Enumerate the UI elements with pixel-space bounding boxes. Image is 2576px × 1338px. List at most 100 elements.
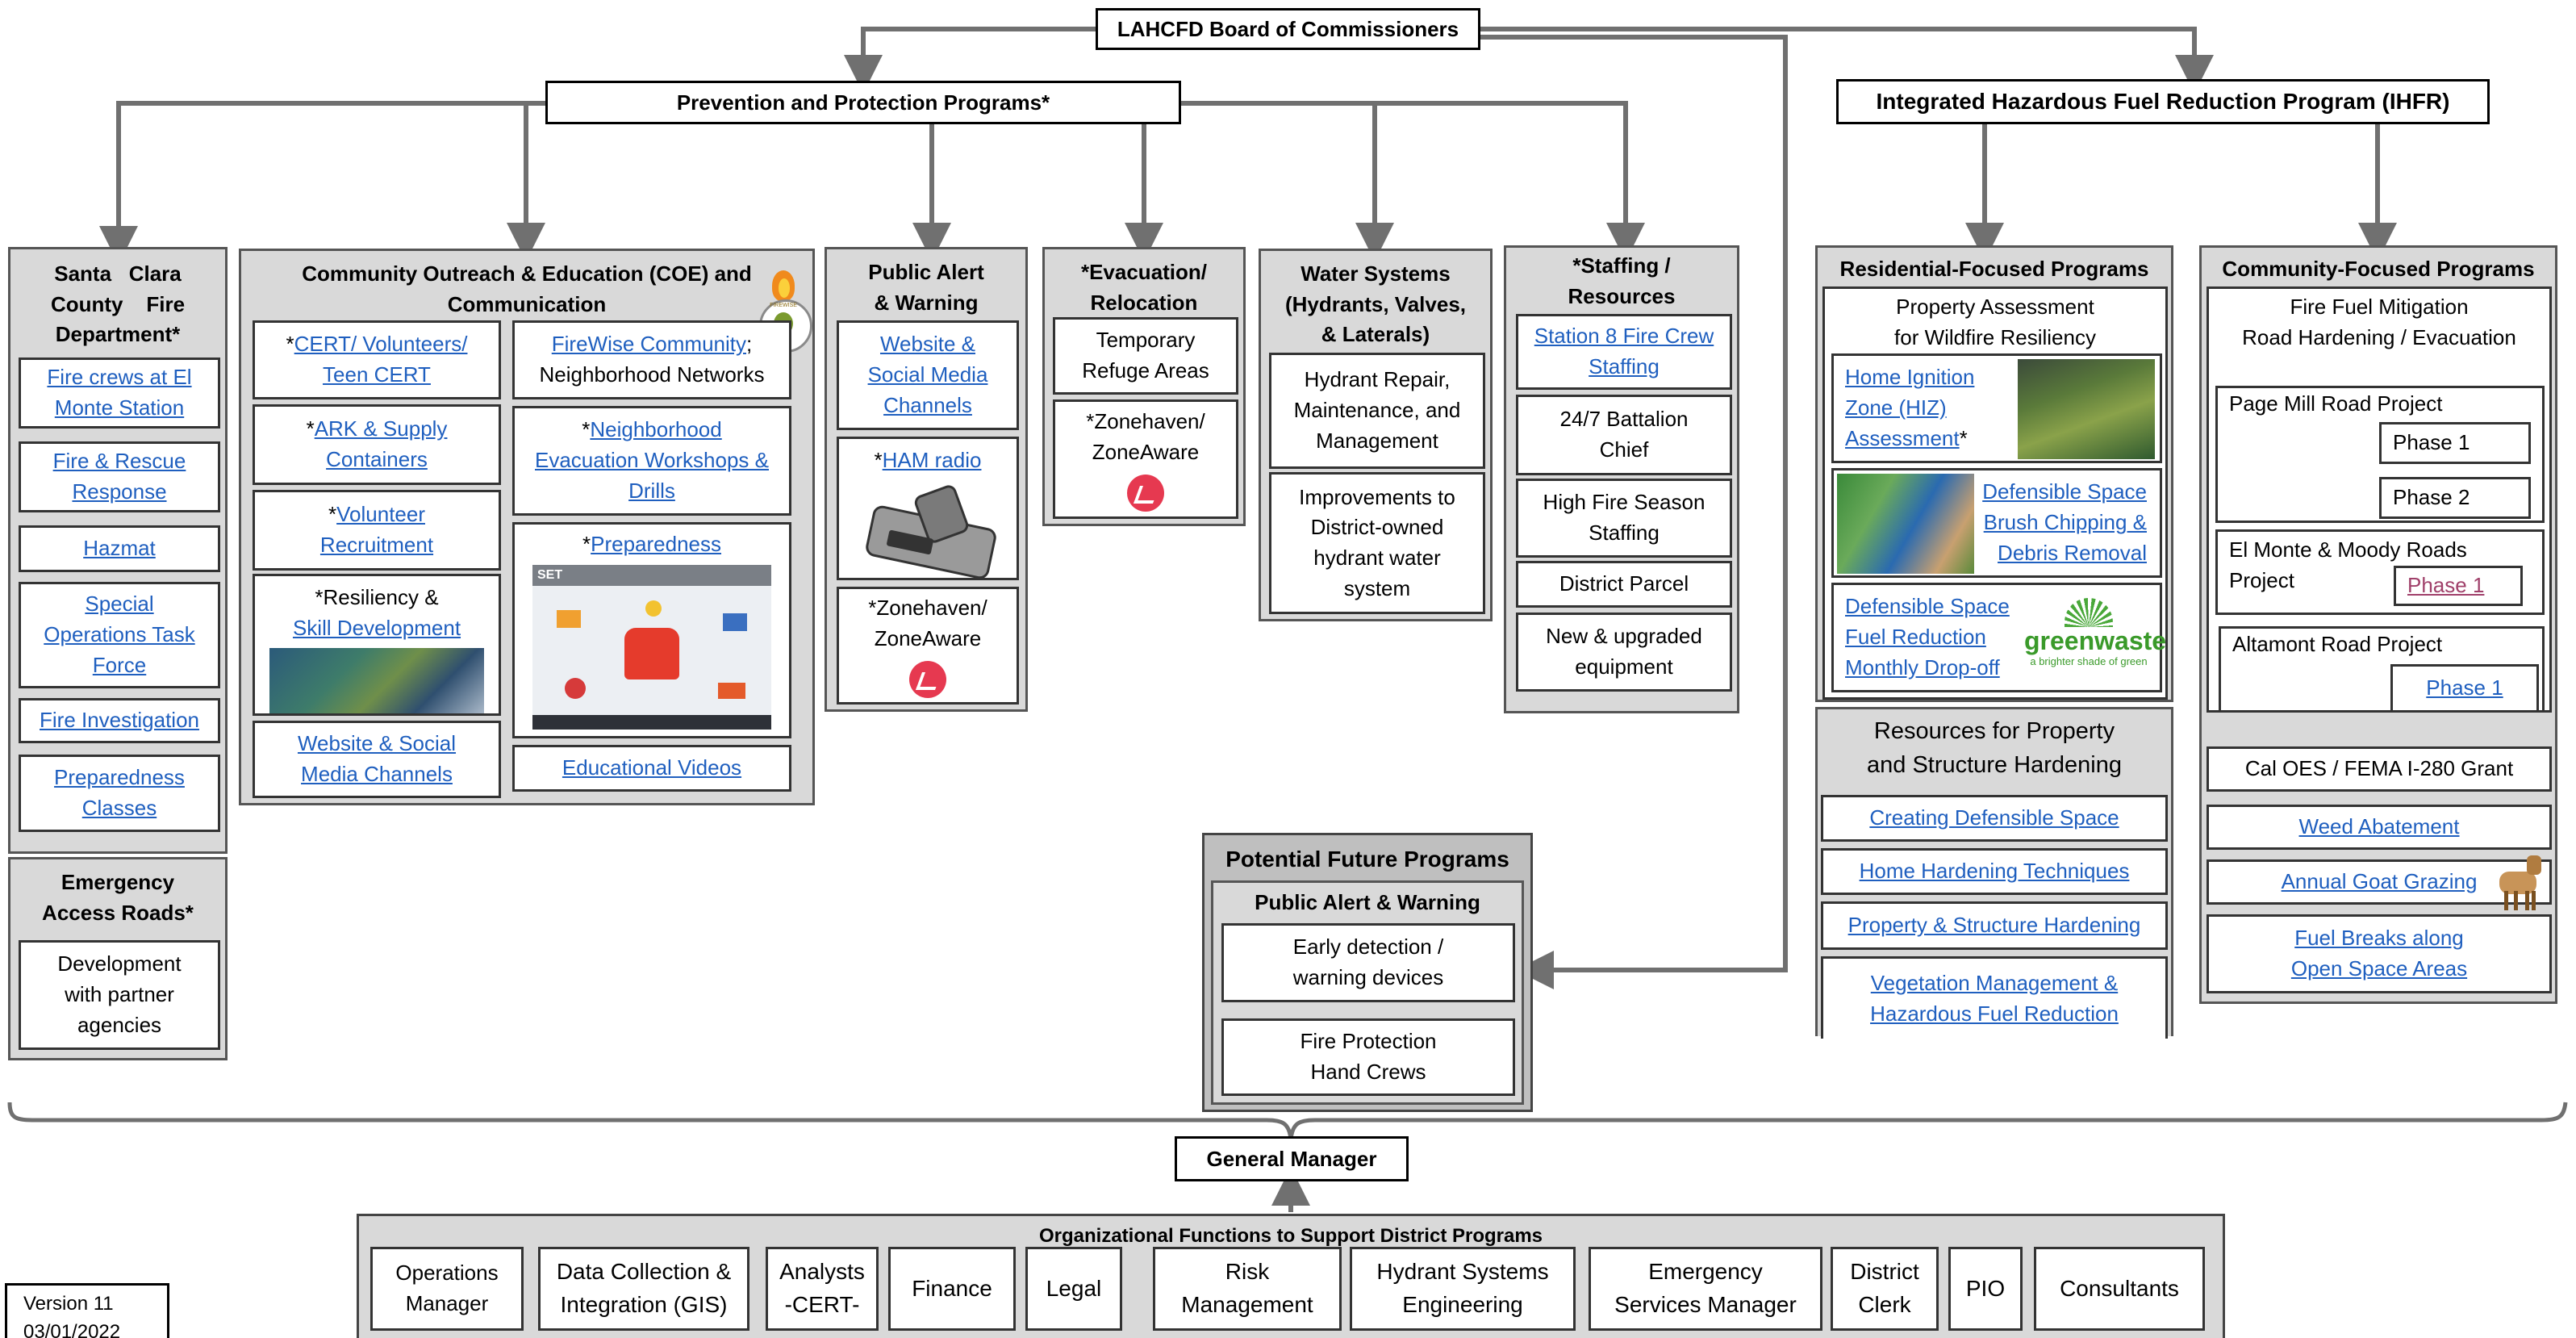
org-panel: Organizational Functions to Support Dist…: [357, 1214, 2225, 1338]
coe-panel: Community Outreach & Education (COE) and…: [239, 249, 815, 805]
hiz-photo: [2018, 359, 2155, 459]
community-title: Community-Focused Programs: [2222, 257, 2535, 281]
coe-resiliency[interactable]: *Resiliency &Skill Development: [253, 574, 501, 716]
zonehaven-icon: [909, 660, 946, 698]
res-veg[interactable]: Vegetation Management &Hazardous Fuel Re…: [1821, 956, 2168, 1039]
res-hardening[interactable]: Home Hardening Techniques: [1821, 848, 2168, 895]
set-banner: SET: [532, 564, 771, 586]
evac-title: *Evacuation/Relocation: [1080, 260, 1208, 315]
water-title: Water Systems(Hydrants, Valves,& Lateral…: [1285, 261, 1466, 347]
version-box: Version 11 03/01/2022: [5, 1283, 169, 1338]
zonehaven-icon: [1127, 474, 1164, 512]
scc-item-fire-investigation[interactable]: Fire Investigation: [19, 698, 220, 743]
backpack-icon: [624, 627, 679, 679]
ihfr-title: Integrated Hazardous Fuel Reduction Prog…: [1876, 89, 2450, 115]
staffing-parcel: District Parcel: [1516, 561, 1732, 608]
future-title: Potential Future Programs: [1225, 847, 1509, 872]
coe-videos[interactable]: Educational Videos: [512, 745, 791, 792]
org-consultants: Consultants: [2034, 1247, 2205, 1331]
coe-cert[interactable]: *CERT/ Volunteers/Teen CERT: [253, 320, 501, 399]
alert-zonehaven: *Zonehaven/ZoneAware: [837, 587, 1019, 705]
elmonte-phase1[interactable]: Phase 1: [2394, 566, 2523, 606]
chipping-photo: [1837, 474, 1974, 574]
goat-icon: [2488, 851, 2546, 914]
org-data-collection: Data Collection &Integration (GIS): [538, 1247, 749, 1331]
scc-item-hazmat[interactable]: Hazmat: [19, 525, 220, 572]
preparedness-graphic: SET: [532, 564, 771, 730]
prevention-title-box: Prevention and Protection Programs*: [545, 81, 1181, 124]
org-legal: Legal: [1025, 1247, 1122, 1331]
future-early-detection: Early detection /warning devices: [1221, 923, 1515, 1002]
org-pio: PIO: [1948, 1247, 2023, 1331]
community-panel: Community-Focused Programs Fire Fuel Mit…: [2199, 245, 2557, 1004]
ham-radio-icon: [863, 483, 998, 581]
staffing-panel: *Staffing /Resources Station 8 Fire Crew…: [1504, 245, 1739, 713]
pagemill-label: Page Mill Road Project: [2229, 391, 2443, 416]
org-title: Organizational Functions to Support Dist…: [1038, 1225, 1543, 1247]
res-structure[interactable]: Property & Structure Hardening: [1821, 901, 2168, 950]
pagemill-phase2: Phase 2: [2379, 477, 2531, 519]
gm-box: General Manager: [1175, 1136, 1409, 1181]
community-weed[interactable]: Weed Abatement: [2207, 805, 2552, 850]
coe-preparedness[interactable]: *Preparedness SET: [512, 522, 791, 738]
prevention-title: Prevention and Protection Programs*: [676, 90, 1050, 115]
pagemill-phase1: Phase 1: [2379, 422, 2531, 464]
greenwaste-logo: greenwaste a brighter shade of green: [2024, 598, 2166, 682]
pagemill-box: Page Mill Road Project Phase 1 Phase 2: [2215, 386, 2545, 523]
gm-title: General Manager: [1206, 1146, 1377, 1171]
ihfr-title-box: Integrated Hazardous Fuel Reduction Prog…: [1836, 79, 2490, 124]
org-finance: Finance: [888, 1247, 1016, 1331]
altamont-phase1[interactable]: Phase 1: [2390, 664, 2539, 710]
alert-title: Public Alert& Warning: [868, 260, 984, 315]
board-box: LAHCFD Board of Commissioners: [1096, 8, 1480, 50]
coe-firewise[interactable]: FireWise Community;Neighborhood Networks: [512, 320, 791, 399]
residential-title: Residential-Focused Programs: [1839, 257, 2149, 281]
community-goat[interactable]: Annual Goat Grazing: [2207, 855, 2552, 910]
res-creating[interactable]: Creating Defensible Space: [1821, 795, 2168, 842]
water-panel: Water Systems(Hydrants, Valves,& Lateral…: [1259, 249, 1493, 621]
altamont-box: Altamont Road Project Phase 1: [2219, 626, 2545, 710]
future-alert-panel: Public Alert & Warning Early detection /…: [1211, 880, 1524, 1105]
version-number: Version 11: [23, 1293, 114, 1315]
residential-panel: Residential-Focused Programs Property As…: [1815, 245, 2173, 702]
alert-ham[interactable]: *HAM radio: [837, 437, 1019, 581]
future-panel: Potential Future Programs Public Alert &…: [1202, 833, 1533, 1112]
